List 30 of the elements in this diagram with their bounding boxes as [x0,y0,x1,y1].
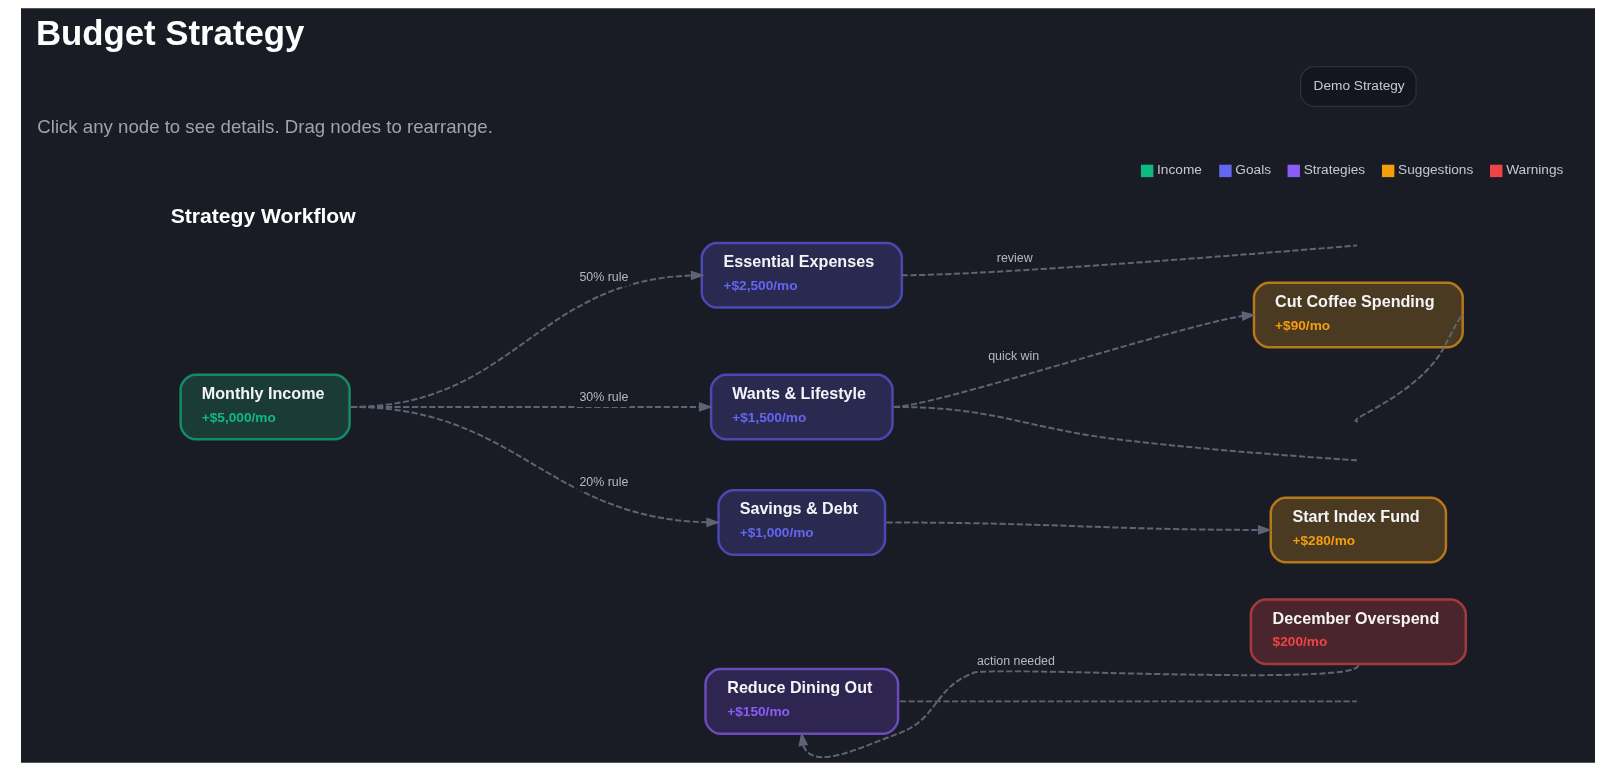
legend-label: Strategies [1303,162,1365,178]
connector [898,700,1358,703]
legend-label: Warnings [1505,162,1563,178]
edge-label: review [996,251,1033,266]
arrow [797,664,1359,759]
node-box: Start Index Fund +$280/mo [1269,496,1447,564]
arrow [349,405,720,528]
arrow [884,521,1272,535]
legend-label: Income [1156,162,1202,178]
node-box: Savings & Debt +$1,000/mo [716,488,886,556]
connector [1354,314,1465,423]
label: Click any node to see details. Drag nodes to rearrange. [36,116,493,138]
node-box: Wants & Lifestyle +$1,500/mo [709,373,894,441]
label: Strategy Workflow [170,204,356,228]
diagram-title: Budget Strategy [35,13,304,52]
edge-label: 20% rule [578,474,628,489]
node-box: December Overspend $200/mo [1249,598,1467,666]
connector [892,405,1358,462]
legend-label: Goals [1234,162,1271,178]
edge-label: 50% rule [578,269,628,284]
label: Demo Strategy [1313,77,1405,93]
edge-label: action needed [976,653,1055,668]
legend-label: Suggestions [1397,162,1473,178]
edge-label: 30% rule [578,390,628,405]
node-box: Cut Coffee Spending +$90/mo [1252,281,1464,349]
node-box: Essential Expenses +$2,500/mo [700,241,903,309]
edge-label: quick win [987,349,1039,364]
connector [900,244,1358,277]
node-box: Reduce Dining Out +$150/mo [703,667,899,735]
node-box: Monthly Income +$5,000/mo [178,373,351,441]
